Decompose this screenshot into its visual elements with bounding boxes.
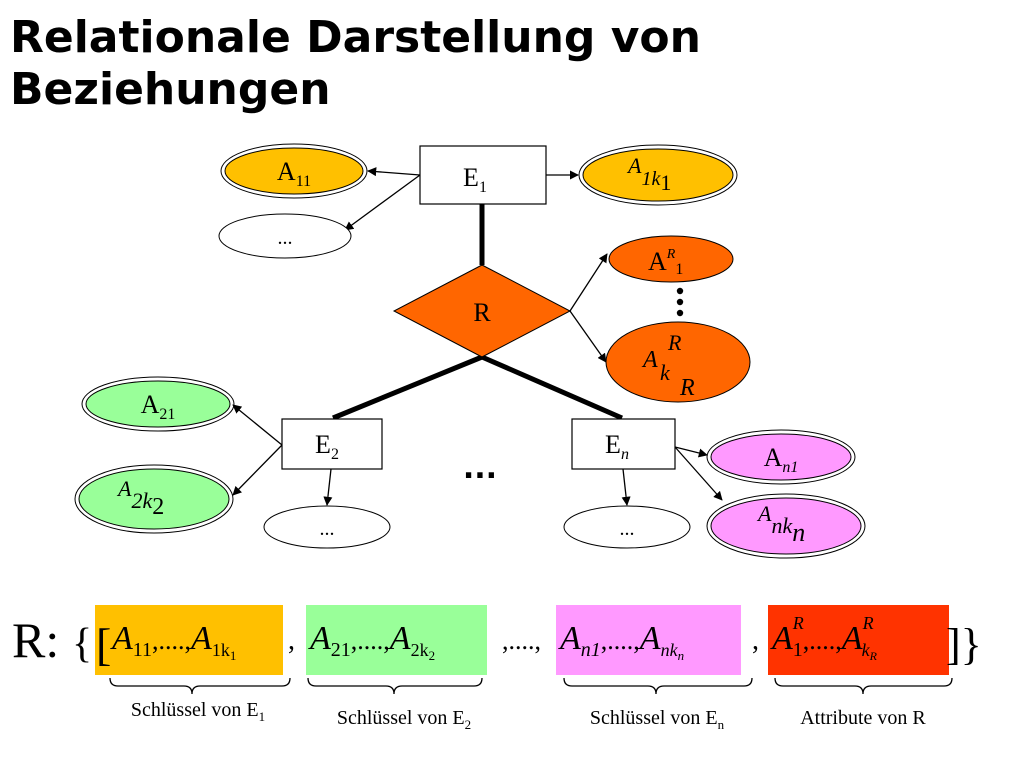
arrow-e1-a11: [367, 167, 421, 177]
attr-e2-more-label: ...: [320, 518, 335, 540]
line-r-e2: [332, 354, 483, 421]
svg-text:E2: E2: [315, 430, 339, 463]
underbrace-attrr: [774, 677, 953, 695]
page-title: Relationale Darstellung von Beziehungen: [10, 12, 990, 116]
svg-text:A1k1: A1k1: [626, 153, 671, 195]
attr-a11: [224, 147, 364, 195]
attr-a1k1-label: A: [626, 153, 642, 178]
attr-ar1-label: A: [648, 247, 667, 276]
attr-a11-label: A: [277, 157, 296, 186]
entity-e2-label: E: [315, 430, 331, 459]
svg-text:A: A: [641, 347, 658, 373]
formula-box-attrr: [768, 605, 949, 675]
svg-text:An1: An1: [764, 443, 799, 476]
svg-text:A21: A21: [141, 390, 176, 423]
formula-open-bracket: [: [96, 619, 111, 670]
attr-en-more: [563, 505, 691, 549]
svg-text:,: ,: [752, 625, 759, 656]
attr-arkr-label: A: [641, 347, 658, 373]
attr-an1-label: A: [764, 443, 783, 472]
formula-dots-sep: ,....,: [502, 626, 541, 655]
arrow-en-dots: [621, 468, 631, 506]
relationship-r-label: R: [473, 298, 491, 327]
arrow-e2-dots: [323, 468, 333, 506]
caption-keyn: Schlüssel von En: [590, 707, 725, 732]
svg-text:Ankn: Ankn: [756, 501, 805, 547]
arrow-e2-a2k2: [232, 444, 283, 496]
attr-a1k1: [582, 148, 734, 202]
arrow-r-ar1: [569, 253, 608, 312]
attr-an1: [710, 433, 852, 481]
svg-text:A11: A11: [277, 157, 311, 190]
caption-attrr: Attribute von R: [800, 707, 926, 729]
svg-text:k: k: [660, 360, 671, 385]
arrow-en-an1: [674, 446, 708, 458]
svg-text:En: En: [605, 430, 629, 463]
attr-a2k2-label: A: [116, 476, 132, 501]
arrow-e1-dots: [344, 174, 421, 231]
title-line-1: Relationale Darstellung von: [10, 12, 701, 63]
attr-ankn: [710, 497, 862, 555]
entity-en: [571, 418, 676, 470]
arrow-en-ankn: [674, 446, 723, 501]
svg-text:R: R: [679, 375, 695, 401]
formula-keyn: An1,....,Ankn: [558, 620, 684, 663]
underbraces: [109, 677, 953, 695]
vertical-dots: [676, 287, 684, 317]
arrow-r-arkr: [569, 310, 607, 363]
entity-e2: [281, 418, 383, 470]
attr-e2-more: [263, 505, 391, 549]
attr-ar1: [608, 235, 734, 283]
attr-a21-label: A: [141, 390, 160, 419]
formula-open-brace: {: [72, 621, 92, 667]
attr-a2k2: [78, 468, 230, 530]
attr-a21: [85, 380, 231, 428]
formula-prefix: R:: [12, 612, 59, 668]
svg-text:AR1: AR1: [648, 247, 683, 278]
caption-key2: Schlüssel von E2: [337, 707, 471, 732]
title-line-2: Beziehungen: [10, 64, 331, 115]
formula-key2: A21,....,A2k2: [308, 620, 435, 663]
svg-text:,: ,: [288, 625, 295, 656]
entity-e1: [419, 145, 547, 205]
relationship-r: [392, 264, 572, 358]
formula-box-key1: [95, 605, 283, 675]
formula-box-key2: [306, 605, 487, 675]
attr-en-more-label: ...: [620, 518, 635, 540]
svg-text:R: R: [667, 330, 682, 355]
arrow-e2-a21: [232, 404, 283, 446]
underbrace-key2: [307, 677, 483, 695]
attr-ankn-label: A: [756, 501, 772, 526]
underbrace-key1: [109, 677, 291, 695]
line-r-en: [481, 354, 623, 421]
formula-box-keyn: [556, 605, 741, 675]
entity-en-label: E: [605, 430, 621, 459]
caption-key1: Schlüssel von E1: [131, 699, 265, 724]
attr-e1-more: [218, 213, 352, 259]
formula-key1: A11,....,A1k1: [110, 620, 236, 663]
entities-dots: ...: [463, 451, 497, 486]
attr-arkr: [605, 321, 751, 403]
attr-e1-more-label: ...: [278, 227, 293, 249]
svg-text:E1: E1: [463, 163, 487, 196]
formula-close: ]}: [946, 620, 982, 669]
svg-text:A2k2: A2k2: [116, 476, 164, 520]
entity-e1-label: E: [463, 163, 479, 192]
underbrace-keyn: [563, 677, 753, 695]
